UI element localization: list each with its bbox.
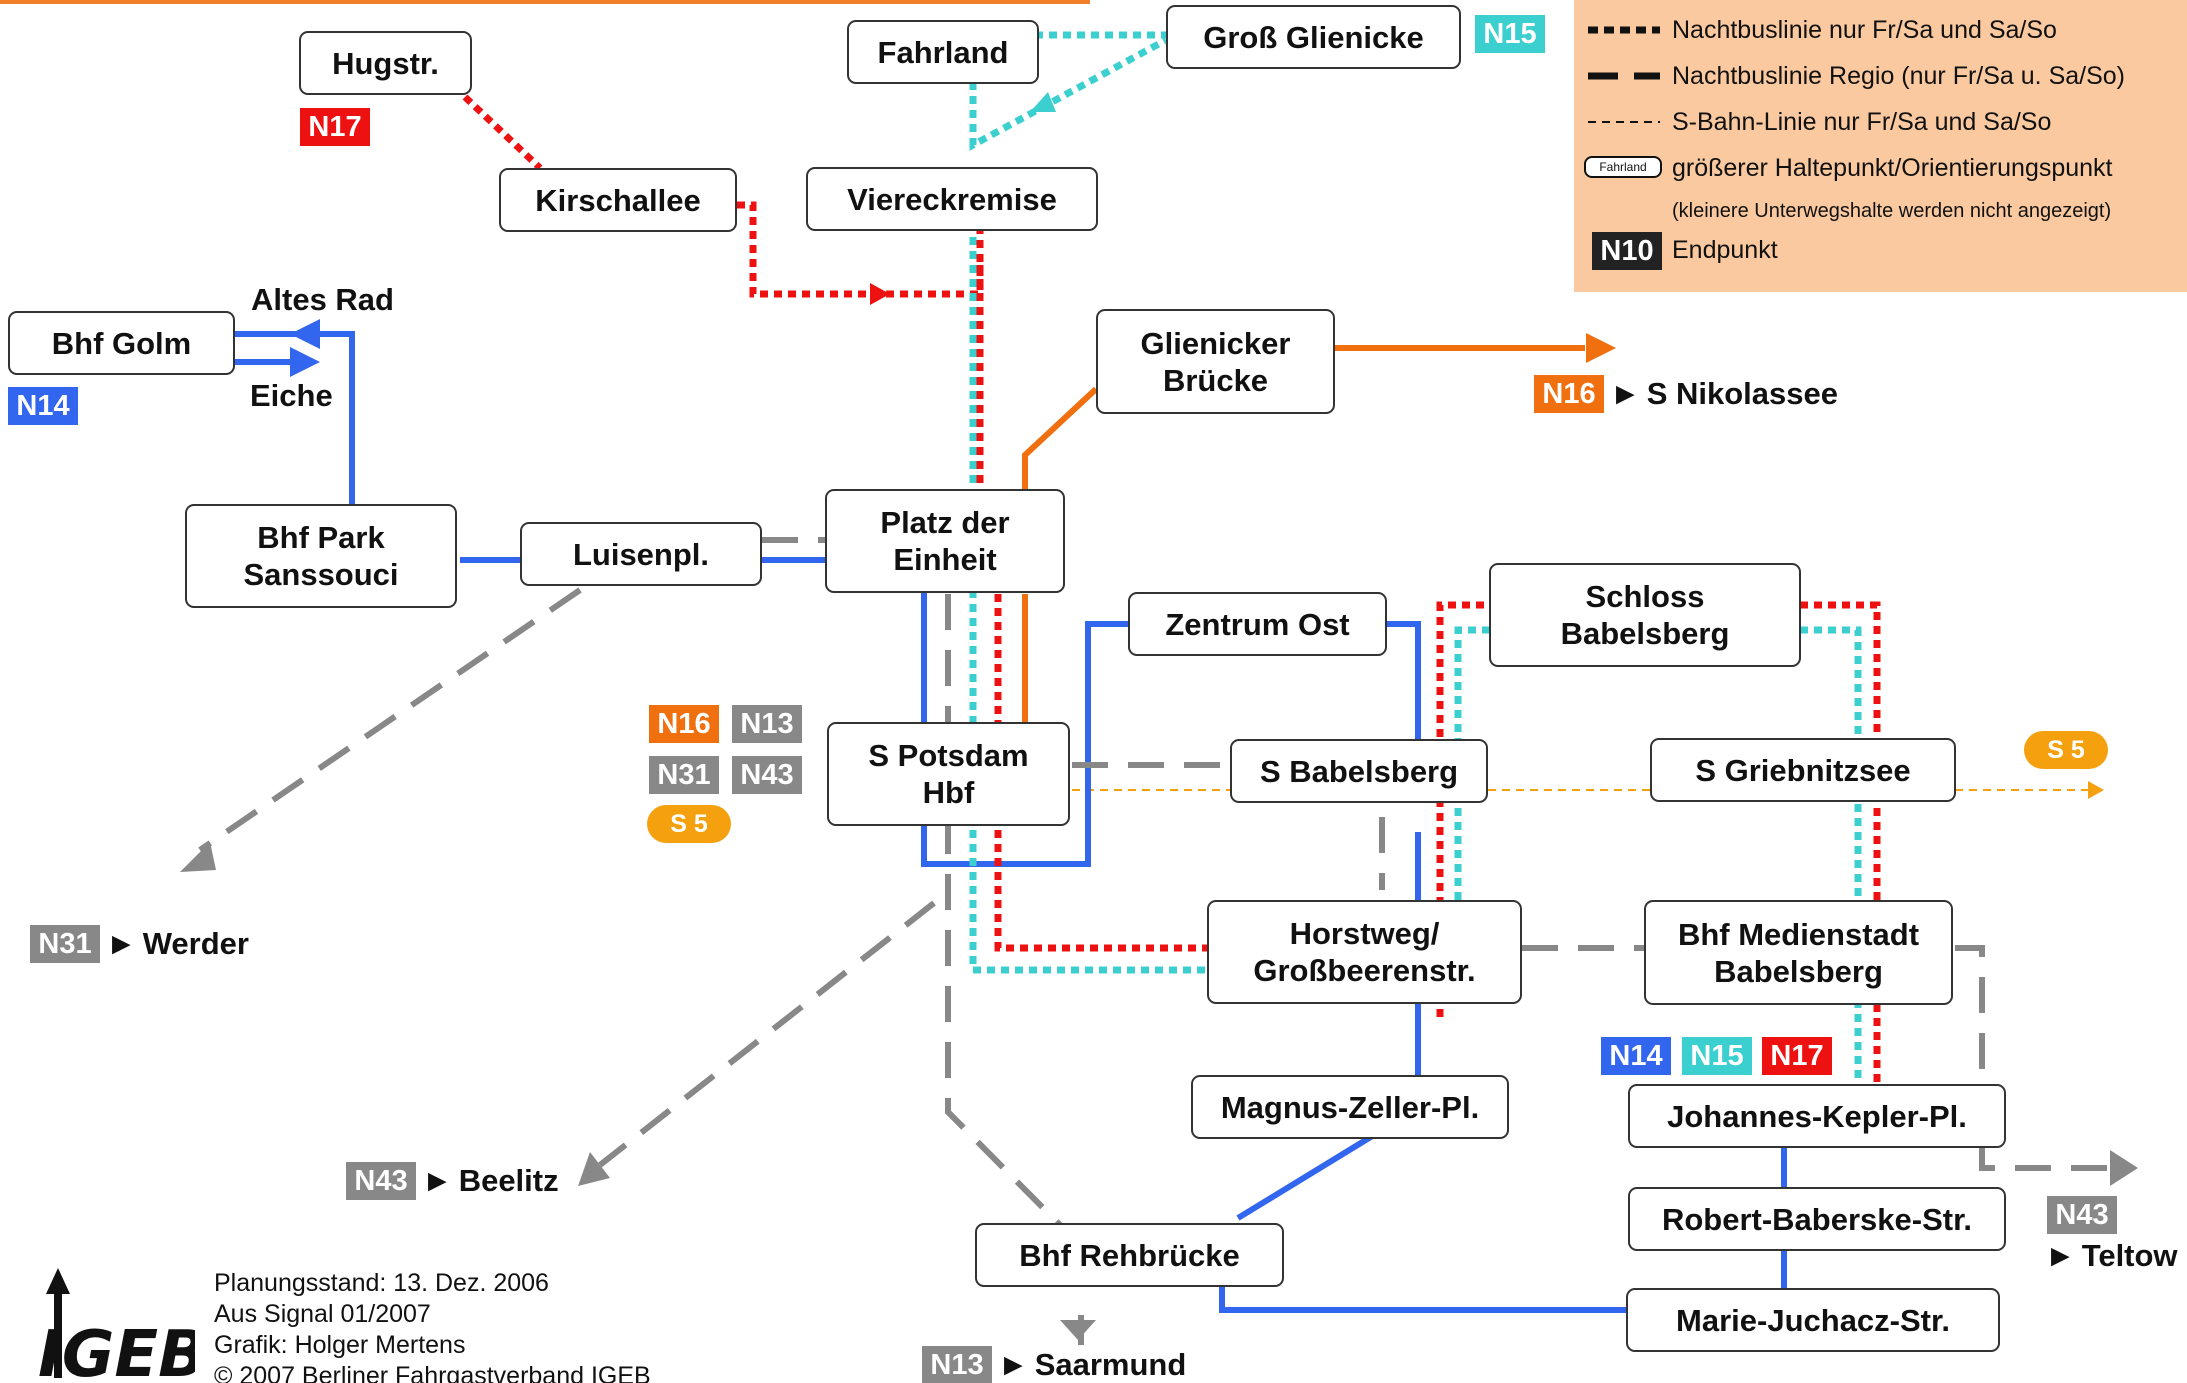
n17-arrowhead <box>870 283 890 305</box>
badge-n16-hbf: N16 <box>649 705 719 743</box>
arrow-icon: ► <box>1610 376 1641 411</box>
stop-s-babelsberg: S Babelsberg <box>1230 739 1488 803</box>
legend-row-night-bus: Nachtbuslinie nur Fr/Sa und Sa/So <box>1574 10 2187 50</box>
terminus-symbol: N10 <box>1592 232 1662 270</box>
dest-nikolassee-label: S Nikolassee <box>1646 376 1838 411</box>
badge-n17-hugstr: N17 <box>300 108 370 146</box>
credits: Planungsstand: 13. Dez. 2006 Aus Signal … <box>214 1268 651 1383</box>
badge-n43-hbf: N43 <box>732 756 802 794</box>
dest-nikolassee: N16 ► S Nikolassee <box>1534 375 1838 413</box>
stop-kirschallee: Kirschallee <box>499 168 737 232</box>
top-accent-bar <box>0 0 1090 4</box>
night-bus-symbol <box>1588 26 1660 34</box>
stop-bhf-rehbruecke: Bhf Rehbrücke <box>975 1223 1284 1287</box>
arrow-icon: ► <box>998 1347 1029 1382</box>
stop-viereckremise: Viereckremise <box>806 167 1098 231</box>
logo-text: IGEB <box>38 1318 195 1383</box>
dest-werder: N31 ► Werder <box>30 925 249 963</box>
badge-n14-kepler: N14 <box>1601 1037 1671 1075</box>
legend-note: (kleinere Unterwegshalte werden nicht an… <box>1672 200 2112 222</box>
legend-row-regio: Nachtbuslinie Regio (nur Fr/Sa u. Sa/So) <box>1574 56 2187 96</box>
stop-hugstr: Hugstr. <box>299 31 472 95</box>
legend: Nachtbuslinie nur Fr/Sa und Sa/So Nachtb… <box>1574 0 2187 292</box>
badge-n17-kepler: N17 <box>1762 1037 1832 1075</box>
igeb-logo: IGEB <box>38 1268 195 1383</box>
dest-beelitz-label: Beelitz <box>458 1163 559 1198</box>
credit-source: Aus Signal 01/2007 <box>214 1300 431 1328</box>
beelitz-arrowhead <box>578 1152 610 1186</box>
badge-n13-hbf: N13 <box>732 705 802 743</box>
credit-graphic: Grafik: Holger Mertens <box>214 1331 466 1359</box>
stop-marie-juchacz-str: Marie-Juchacz-Str. <box>1626 1288 2000 1352</box>
badge-s5-east: S 5 <box>2024 731 2108 769</box>
dest-saarmund: N13 ► Saarmund <box>922 1346 1186 1383</box>
sbahn-symbol <box>1588 121 1660 123</box>
badge-n13-dest: N13 <box>922 1346 992 1383</box>
dest-saarmund-label: Saarmund <box>1034 1347 1187 1382</box>
arrow-icon: ► <box>106 926 137 961</box>
stop-s-potsdam-hbf: S Potsdam Hbf <box>827 722 1070 826</box>
stop-magnus-zeller-pl: Magnus-Zeller-Pl. <box>1191 1075 1509 1139</box>
stop-platz-der-einheit: Platz der Einheit <box>825 489 1065 593</box>
stop-bhf-park-sanssouci: Bhf Park Sanssouci <box>185 504 457 608</box>
werder-arrowhead <box>180 842 216 872</box>
credit-planning: Planungsstand: 13. Dez. 2006 <box>214 1269 549 1297</box>
stop-robert-baberske-str: Robert-Baberske-Str. <box>1628 1187 2006 1251</box>
stop-symbol: Fahrland <box>1584 156 1662 178</box>
stop-bhf-golm: Bhf Golm <box>8 311 235 375</box>
stop-s-griebnitzsee: S Griebnitzsee <box>1650 738 1956 802</box>
saarmund-arrowhead <box>1060 1320 1096 1340</box>
teltow-arrowhead <box>2110 1150 2138 1186</box>
s5-line <box>1072 781 2104 799</box>
label-altes-rad: Altes Rad <box>251 282 394 317</box>
stop-bhf-medienstadt: Bhf Medienstadt Babelsberg <box>1644 900 1953 1005</box>
arrow-icon: ► <box>2045 1238 2076 1273</box>
stop-johannes-kepler-pl: Johannes-Kepler-Pl. <box>1628 1084 2006 1148</box>
stop-horstweg: Horstweg/ Großbeerenstr. <box>1207 900 1522 1004</box>
regio-symbol <box>1588 72 1660 80</box>
stop-luisenpl: Luisenpl. <box>520 522 762 586</box>
badge-n14-golm: N14 <box>8 387 78 425</box>
dest-teltow-label: Teltow <box>2081 1238 2178 1273</box>
badge-n16-dest: N16 <box>1534 375 1604 413</box>
legend-row-terminus: N10 Endpunkt <box>1574 230 2187 270</box>
credit-copyright: © 2007 Berliner Fahrgastverband IGEB <box>214 1362 651 1383</box>
stop-schloss-babelsberg: Schloss Babelsberg <box>1489 563 1801 667</box>
dest-teltow: ► Teltow <box>2045 1238 2178 1274</box>
legend-row-sbahn: S-Bahn-Linie nur Fr/Sa und Sa/So <box>1574 102 2187 142</box>
badge-n31-dest: N31 <box>30 925 100 963</box>
dest-beelitz: N43 ► Beelitz <box>346 1162 559 1200</box>
label-eiche: Eiche <box>250 378 333 413</box>
n16-line <box>1022 333 1616 722</box>
badge-n15-kepler: N15 <box>1682 1037 1752 1075</box>
stop-glienicker-bruecke: Glienicker Brücke <box>1096 309 1335 414</box>
n15-arrowhead <box>1030 92 1056 112</box>
badge-n43-dest: N43 <box>346 1162 416 1200</box>
badge-n15-glienicke: N15 <box>1475 15 1545 53</box>
stop-zentrum-ost: Zentrum Ost <box>1128 592 1387 656</box>
badge-n31-hbf: N31 <box>649 756 719 794</box>
arrow-icon: ► <box>422 1163 453 1198</box>
stop-gross-glienicke: Groß Glienicke <box>1166 5 1461 69</box>
badge-s5-hbf: S 5 <box>647 805 731 843</box>
stop-fahrland: Fahrland <box>847 20 1039 84</box>
dest-werder-label: Werder <box>142 926 249 961</box>
badge-n43-teltow: N43 <box>2047 1196 2117 1234</box>
legend-row-stop: Fahrland größerer Haltepunkt/Orientierun… <box>1574 148 2187 188</box>
